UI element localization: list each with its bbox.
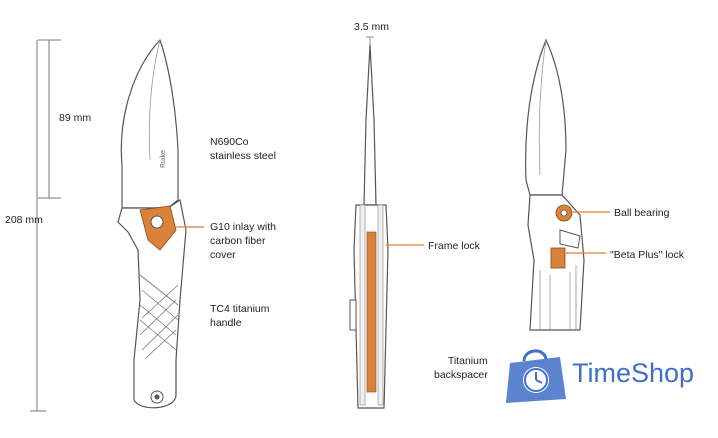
spine-blade [363, 44, 377, 206]
knife-cutaway-view [525, 38, 610, 331]
inlay-callout: G10 inlay with carbon fiber cover [210, 221, 276, 261]
handle-texture [139, 274, 179, 359]
knife-spine-view [349, 36, 424, 409]
beta-lock-callout: "Beta Plus" lock [610, 249, 684, 261]
handle-outline [117, 199, 187, 409]
handle-callout: TC4 titanium handle [210, 303, 270, 329]
blade-mark: Ruike [160, 150, 167, 168]
blade-length-label: 89 mm [59, 112, 92, 124]
dimension-lines [30, 39, 61, 412]
shopping-bag-clock-icon [506, 349, 566, 403]
blade-thickness-label: 3.5 mm [354, 21, 390, 33]
watermark-logo [506, 349, 566, 403]
knife-side-view [117, 38, 187, 409]
frame-lock-callout: Frame lock [428, 240, 480, 252]
beta-lock-accent [550, 247, 566, 269]
ball-bearing-callout: Ball bearing [614, 207, 670, 219]
watermark-text: TimeShop [572, 358, 695, 388]
blade-steel-callout: N690Co stainless steel [210, 136, 276, 162]
backspacer-callout: Titanium backspacer [434, 355, 488, 381]
overall-length-label: 208 mm [5, 214, 43, 226]
cutaway-blade [525, 38, 567, 196]
frame-lock-accent [366, 231, 377, 393]
